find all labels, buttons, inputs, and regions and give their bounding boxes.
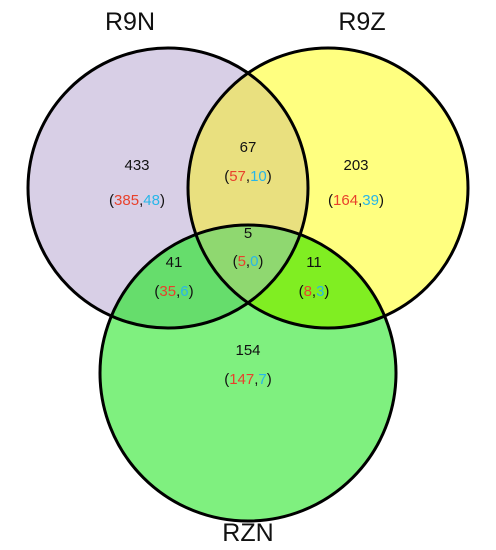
set-r9n-outline xyxy=(26,46,310,330)
region-r9z-rzn-split: (8,3) xyxy=(299,283,330,300)
overlap-r9z-rzn xyxy=(188,225,396,328)
region-r9z-only-split: (164,39) xyxy=(328,192,384,209)
region-r9n-r9z-split: (57,10) xyxy=(224,168,272,185)
region-all-three-total: 5 xyxy=(244,225,252,242)
region-r9z-rzn-total: 11 xyxy=(306,254,322,271)
region-r9n-rzn-split: (35,6) xyxy=(154,283,193,300)
set-label-r9z: R9Z xyxy=(338,8,385,36)
region-rzn-only-split: (147,7) xyxy=(224,371,272,388)
region-r9z-only-total: 203 xyxy=(343,157,368,174)
set-label-r9n: R9N xyxy=(105,8,155,36)
overlap-r9n-rzn xyxy=(100,225,308,328)
region-r9n-rzn-total: 41 xyxy=(166,254,183,271)
region-r9n-only-total: 433 xyxy=(124,157,149,174)
set-r9z-outline xyxy=(186,46,470,330)
region-all-three-split: (5,0) xyxy=(233,253,264,270)
region-r9n-r9z-total: 67 xyxy=(240,139,257,156)
region-rzn-only-total: 154 xyxy=(235,342,260,359)
region-r9n-only-split: (385,48) xyxy=(109,192,165,209)
set-label-rzn: RZN xyxy=(222,519,273,547)
set-rzn-outline xyxy=(98,223,398,523)
